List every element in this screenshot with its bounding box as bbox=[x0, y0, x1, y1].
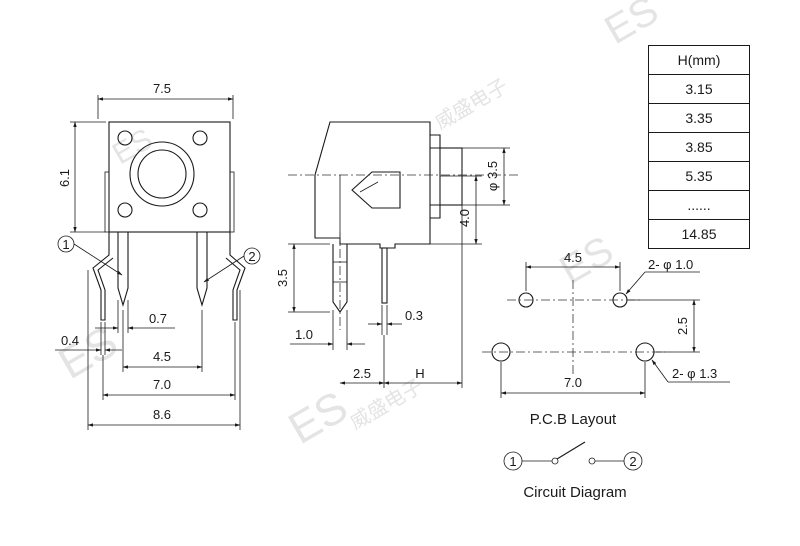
svg-text:0.3: 0.3 bbox=[405, 308, 423, 323]
circuit-caption: Circuit Diagram bbox=[523, 484, 626, 501]
small-hole-right bbox=[612, 292, 628, 308]
svg-text:1: 1 bbox=[62, 237, 69, 252]
h-table-header: H(mm) bbox=[649, 46, 749, 75]
svg-text:1: 1 bbox=[509, 454, 516, 469]
h-table-row: ...... bbox=[649, 191, 749, 220]
h-table-row: 5.35 bbox=[649, 162, 749, 191]
h-table: H(mm) 3.15 3.35 3.85 5.35 ...... 14.85 bbox=[648, 45, 750, 249]
svg-text:2: 2 bbox=[248, 249, 255, 264]
pin2-marker bbox=[243, 247, 261, 265]
circuit-diagram: 1 2 Circuit Diagram bbox=[503, 441, 643, 501]
svg-text:威盛电子: 威盛电子 bbox=[431, 74, 512, 134]
svg-text:2: 2 bbox=[629, 454, 636, 469]
h-table-row: 3.15 bbox=[649, 75, 749, 104]
svg-text:1.0: 1.0 bbox=[295, 327, 313, 342]
button-outer bbox=[129, 141, 195, 207]
svg-text:7.0: 7.0 bbox=[153, 377, 171, 392]
small-hole-left bbox=[518, 292, 534, 308]
plunger bbox=[439, 147, 463, 206]
svg-text:6.1: 6.1 bbox=[57, 169, 72, 187]
large-hole-left bbox=[491, 342, 511, 362]
pcb-caption: P.C.B Layout bbox=[530, 411, 617, 428]
svg-text:0.4: 0.4 bbox=[61, 333, 79, 348]
h-table-row: 3.85 bbox=[649, 133, 749, 162]
h-table-row: 3.35 bbox=[649, 104, 749, 133]
svg-text:3.5: 3.5 bbox=[275, 269, 290, 287]
svg-text:ES: ES bbox=[107, 122, 158, 171]
svg-text:4.5: 4.5 bbox=[153, 349, 171, 364]
profile-body bbox=[314, 121, 431, 249]
svg-text:φ 3.5: φ 3.5 bbox=[485, 161, 500, 191]
svg-text:ES: ES bbox=[553, 228, 621, 293]
large-hole-right bbox=[635, 342, 655, 362]
svg-text:7.5: 7.5 bbox=[153, 81, 171, 96]
svg-text:7.0: 7.0 bbox=[564, 375, 582, 390]
button-inner bbox=[137, 149, 187, 199]
svg-text:2- φ 1.0: 2- φ 1.0 bbox=[648, 257, 693, 272]
svg-text:4.0: 4.0 bbox=[457, 209, 472, 227]
svg-text:2.5: 2.5 bbox=[353, 366, 371, 381]
svg-text:8.6: 8.6 bbox=[153, 407, 171, 422]
svg-text:0.7: 0.7 bbox=[149, 311, 167, 326]
h-table-row: 14.85 bbox=[681, 226, 717, 242]
svg-text:4.5: 4.5 bbox=[564, 250, 582, 265]
switch-lever bbox=[556, 441, 586, 460]
pcb-layout: 4.5 2- φ 1.0 2.5 7.0 2- φ 1.3 P.C.B Layo… bbox=[482, 250, 730, 428]
side-view: 1 2 7.5 6.1 0.4 0.7 4.5 bbox=[55, 81, 261, 430]
svg-text:ES: ES bbox=[281, 382, 356, 454]
circuit-pin2 bbox=[623, 451, 643, 471]
profile-view: φ 3.5 4.0 3.5 1.0 0.3 2.5 H bbox=[275, 121, 520, 388]
svg-text:H: H bbox=[415, 366, 424, 381]
svg-text:2- φ 1.3: 2- φ 1.3 bbox=[672, 366, 717, 381]
svg-text:2.5: 2.5 bbox=[675, 317, 690, 335]
